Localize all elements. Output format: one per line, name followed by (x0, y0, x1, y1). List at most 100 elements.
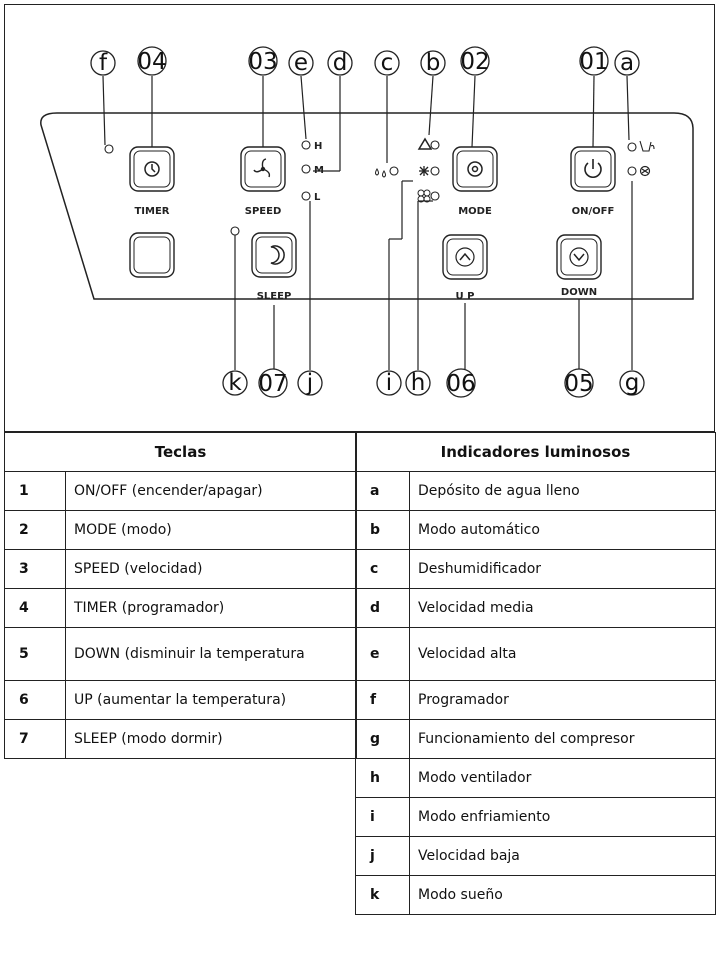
svg-text:06: 06 (446, 371, 475, 397)
callout-01: 01 (579, 46, 609, 76)
svg-text:05: 05 (564, 371, 593, 397)
svg-text:01: 01 (579, 49, 608, 75)
speed-medium-label: M (314, 165, 324, 176)
fan-icon (253, 158, 271, 178)
chevron-up-icon (455, 247, 475, 267)
timer-button[interactable]: TIMER (129, 146, 175, 217)
svg-text:SPEED: SPEED (245, 206, 282, 217)
led-compressor (627, 166, 637, 176)
mode-icon (467, 161, 483, 177)
svg-text:g: g (625, 370, 640, 396)
svg-text:e: e (294, 50, 308, 76)
led-speed-medium (301, 164, 311, 174)
svg-text:07: 07 (258, 371, 287, 397)
led-cool (430, 166, 440, 176)
mode-button[interactable]: MODE (452, 146, 498, 217)
blank-button[interactable] (129, 232, 175, 278)
svg-text:i: i (386, 370, 392, 396)
water-tank-icon (639, 140, 655, 152)
compressor-icon (639, 165, 651, 177)
led-auto (430, 140, 440, 150)
callout-g: g (619, 370, 645, 396)
led-speed-low (301, 191, 311, 201)
svg-text:c: c (381, 50, 394, 76)
svg-text:ON/OFF: ON/OFF (572, 206, 615, 217)
callout-04: 04 (137, 46, 167, 76)
svg-text:k: k (228, 370, 242, 396)
callout-h: h (405, 370, 431, 396)
auto-mode-triangle-icon (417, 137, 433, 150)
svg-text:b: b (426, 50, 441, 76)
speed-high-label: H (314, 141, 322, 152)
indicator-leds (104, 140, 637, 236)
down-button[interactable]: DOWN (556, 234, 602, 298)
power-icon (584, 159, 602, 178)
indicators-table-header: Indicadores luminosos (355, 432, 716, 472)
panel-outline (40, 112, 694, 300)
svg-text:04: 04 (137, 49, 166, 75)
top-callouts: f 04 03 e d c b 02 01 a (90, 46, 640, 76)
keys-table-header: Teclas (4, 432, 357, 472)
svg-text:DOWN: DOWN (561, 287, 597, 298)
control-panel-diagram-frame: f 04 03 e d c b 02 01 a k 07 j i h (4, 4, 715, 432)
callout-b: b (420, 50, 446, 76)
callout-i: i (376, 370, 402, 396)
svg-text:U P: U P (456, 291, 475, 302)
svg-text:f: f (99, 50, 108, 76)
callout-03: 03 (248, 46, 278, 76)
led-dehumidifier (389, 166, 399, 176)
led-water-full (627, 142, 637, 152)
svg-text:d: d (333, 50, 348, 76)
callout-c: c (374, 50, 400, 76)
control-panel-diagram: f 04 03 e d c b 02 01 a k 07 j i h (40, 46, 694, 398)
callout-f: f (90, 50, 116, 76)
svg-text:h: h (411, 370, 426, 396)
sleep-button[interactable]: SLEEP (251, 232, 297, 302)
moon-icon (270, 245, 285, 265)
clock-icon (144, 161, 160, 177)
leader-lines (102, 75, 633, 370)
callout-e: e (288, 50, 314, 76)
droplets-icon (375, 168, 386, 178)
speed-low-label: L (314, 192, 321, 203)
led-fan (430, 191, 440, 201)
callout-d: d (327, 50, 353, 76)
up-button[interactable]: U P (442, 234, 488, 302)
svg-text:03: 03 (248, 49, 277, 75)
callout-02: 02 (460, 46, 490, 76)
on-off-button[interactable]: ON/OFF (570, 146, 616, 217)
led-timer (104, 144, 114, 154)
svg-text:TIMER: TIMER (134, 206, 169, 217)
led-sleep (230, 226, 240, 236)
callout-k: k (222, 370, 248, 396)
speed-button[interactable]: SPEED (240, 146, 286, 217)
callout-07: 07 (258, 368, 288, 398)
callout-j: j (297, 370, 323, 396)
svg-text:j: j (306, 370, 313, 396)
callout-05: 05 (564, 368, 594, 398)
bottom-callouts: k 07 j i h 06 05 g (222, 368, 645, 398)
fan-mode-icon (417, 189, 431, 203)
svg-text:MODE: MODE (458, 206, 492, 217)
svg-text:SLEEP: SLEEP (257, 291, 292, 302)
